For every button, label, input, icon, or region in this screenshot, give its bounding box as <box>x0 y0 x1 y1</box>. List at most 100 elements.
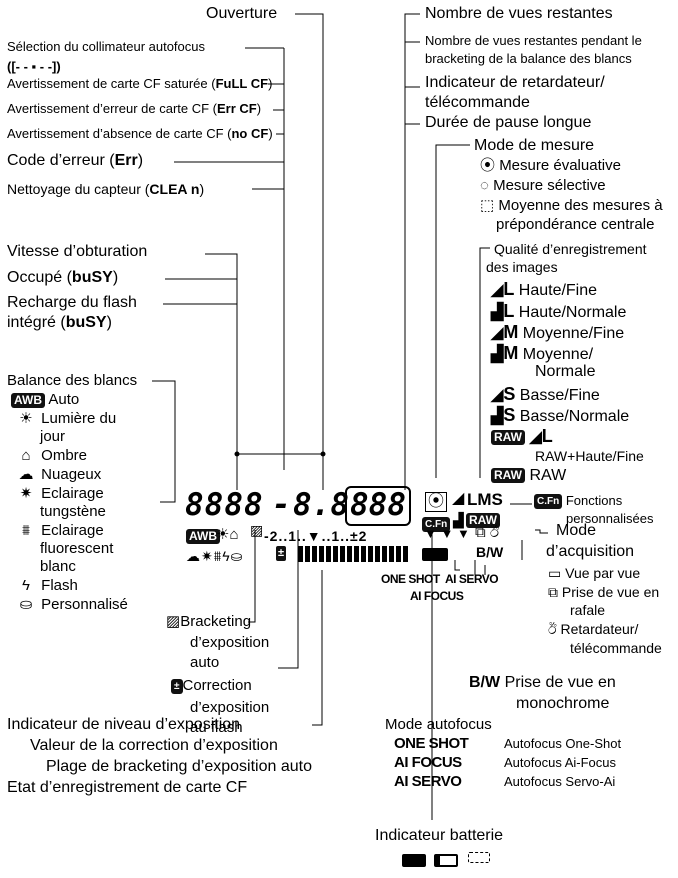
acquisition-single: ▭ Vue par vue <box>548 565 641 581</box>
retardateur-label-2: télécommande <box>425 94 530 111</box>
lcd-raw: RAW <box>466 512 500 530</box>
battery-low-icon <box>434 854 458 867</box>
acquisition-title-2: d’acquisition <box>546 543 635 560</box>
shade-icon: ⌂ <box>21 447 31 464</box>
lcd-aifocus: AI FOCUS <box>410 589 464 603</box>
wb-title: Balance des blancs <box>7 372 138 389</box>
lcd-metering-icon: ⦿ <box>425 492 448 513</box>
self-timer-icon: ඊ <box>548 621 557 637</box>
lcd-bw: B/W <box>476 544 504 560</box>
nb-vues-bracket-1: Nombre de vues restantes pendant le <box>425 33 642 48</box>
battery-full-icon <box>402 854 426 867</box>
bracketing-label-3: auto <box>190 654 220 671</box>
lcd-flash-comp-icon: ± <box>276 546 287 561</box>
cloud-icon: ☁ <box>186 548 201 564</box>
raw-badge: RAW <box>491 468 525 484</box>
mesure-moyenne-2: prépondérance centrale <box>496 216 655 233</box>
acquisition-title-1: Mode <box>556 522 597 539</box>
bracketing-label-2: d’exposition <box>190 634 270 651</box>
acquisition-burst-2: rafale <box>570 602 606 618</box>
qualite-title-2: des images <box>486 259 558 275</box>
af-title: Mode autofocus <box>385 716 492 733</box>
mesure-moyenne: ⬚ Moyenne des mesures à <box>480 197 663 214</box>
cloud-icon: ☁ <box>18 466 34 483</box>
qualite-row-5: ◢S Basse/Fine <box>491 384 600 404</box>
bracket-icon: ▨ <box>166 613 181 630</box>
qualite-raw: RAW RAW <box>491 467 566 485</box>
recharge-label-2: intégré (buSY) <box>7 314 112 331</box>
lcd-aiservo: AI SERVO <box>445 572 499 586</box>
qualite-row-3: ◢M Moyenne/Fine <box>491 322 625 342</box>
lcd-exposure-bar <box>298 546 408 562</box>
avert-absence-label: Avertissement d’absence de carte CF (no … <box>7 126 273 141</box>
avert-saturee-label: Avertissement de carte CF saturée (FuLL … <box>7 76 273 91</box>
mesure-selective: ◌ Mesure sélective <box>480 177 606 194</box>
valeur-correction-label: Valeur de la correction d’exposition <box>30 737 278 754</box>
tungsten-icon: ✷ <box>19 485 33 502</box>
lcd-bracket-icon: ▨ <box>250 522 264 538</box>
cfn-badge: C.Fn <box>534 494 563 510</box>
batterie-label: Indicateur batterie <box>375 827 504 844</box>
quality-fine-icon: ◢ <box>491 387 504 404</box>
center-weighted-icon: ⬚ <box>480 197 495 214</box>
sun-icon: ☀ <box>216 526 230 543</box>
wb-fluorescent-2: fluorescent <box>40 540 114 557</box>
acquisition-burst: ⧉ Prise de vue en <box>548 584 660 600</box>
qualite-row-1: ◢L Haute/Fine <box>491 279 598 299</box>
qualite-title-1: Qualité d’enregistrement <box>494 241 647 257</box>
lcd-shutter-digits: 8888 <box>185 487 264 523</box>
correction-label-3: au flash <box>190 719 243 736</box>
lcd-shots-digits: 888 <box>345 486 411 526</box>
bw-code: B/W <box>469 674 501 691</box>
lcd-awb: AWB <box>186 528 220 546</box>
lcd-af-arrows: ▼ ▼ ▼ <box>424 526 470 541</box>
correction-label-1: ±Correction <box>171 677 252 694</box>
lcd-oneshot: ONE SHOT <box>381 572 440 586</box>
battery-empty-blink-icon <box>468 852 490 863</box>
flash-icon: ϟ <box>22 577 30 594</box>
ouverture-label: Ouverture <box>206 5 278 22</box>
lcd-lms: LMS <box>467 490 503 509</box>
acquisition-timer-2: télécommande <box>570 640 662 656</box>
fluorescent-icon: ⩩ <box>213 548 223 564</box>
awb-badge: AWB <box>11 392 45 408</box>
quality-normal-icon: ▟ <box>491 304 504 321</box>
lcd-cfn: C.Fn <box>422 516 451 534</box>
lcd-wb-icons-bottom: ☁✷⩩ϟ⛀ <box>186 548 243 564</box>
nettoyage-capteur-label: Nettoyage du capteur (CLEA n) <box>7 181 205 197</box>
selection-collimateur-code: ([- - ▪ - -]) <box>7 59 61 74</box>
avert-erreur-label: Avertissement d’erreur de carte CF (Err … <box>7 101 262 116</box>
nb-vues-bracket-2: bracketing de la balance des blancs <box>425 51 632 66</box>
acquisition-timer: ඊ Retardateur/ <box>548 621 639 637</box>
fluorescent-icon: ⩩ <box>21 522 30 539</box>
selection-collimateur-label: Sélection du collimateur autofocus <box>7 39 206 54</box>
flash-comp-icon: ± <box>171 678 183 694</box>
lcd-dash: - <box>272 487 291 523</box>
wb-fluorescent: ⩩ Eclairage <box>15 522 104 539</box>
cfn-label-1: C.Fn Fonctions <box>534 493 622 510</box>
sun-icon: ☀ <box>19 410 33 427</box>
lcd-quality-icon: ◢ <box>452 490 465 507</box>
qualite-raw-haute-fine: RAW+Haute/Fine <box>535 448 644 464</box>
etat-carte-label: Etat d’enregistrement de carte CF <box>7 779 248 796</box>
bw-label-2: monochrome <box>516 695 610 712</box>
correction-label-2: d’exposition <box>190 699 270 716</box>
selective-icon: ◌ <box>480 177 489 194</box>
niveau-exposition-label: Indicateur de niveau d’exposition <box>7 716 241 733</box>
burst-icon: ⧉ <box>548 584 558 600</box>
bw-label-1: B/W Prise de vue en <box>469 674 616 691</box>
lcd-quality-normal-icon: ▟ <box>453 512 464 528</box>
custom-wb-icon: ⛀ <box>230 548 244 564</box>
tungsten-icon: ✷ <box>201 548 214 564</box>
lcd-wb-icons-top: ☀⌂ <box>216 526 239 543</box>
wb-flash: ϟ Flash <box>15 577 78 594</box>
wb-custom: ⛀ Personnalisé <box>15 596 128 613</box>
quality-normal-icon: ▟ <box>491 346 504 363</box>
qualite-row-6: ▟S Basse/Normale <box>491 405 630 425</box>
burst-icon: ⧉ <box>475 524 486 541</box>
quality-fine-icon: ◢ <box>491 325 504 342</box>
